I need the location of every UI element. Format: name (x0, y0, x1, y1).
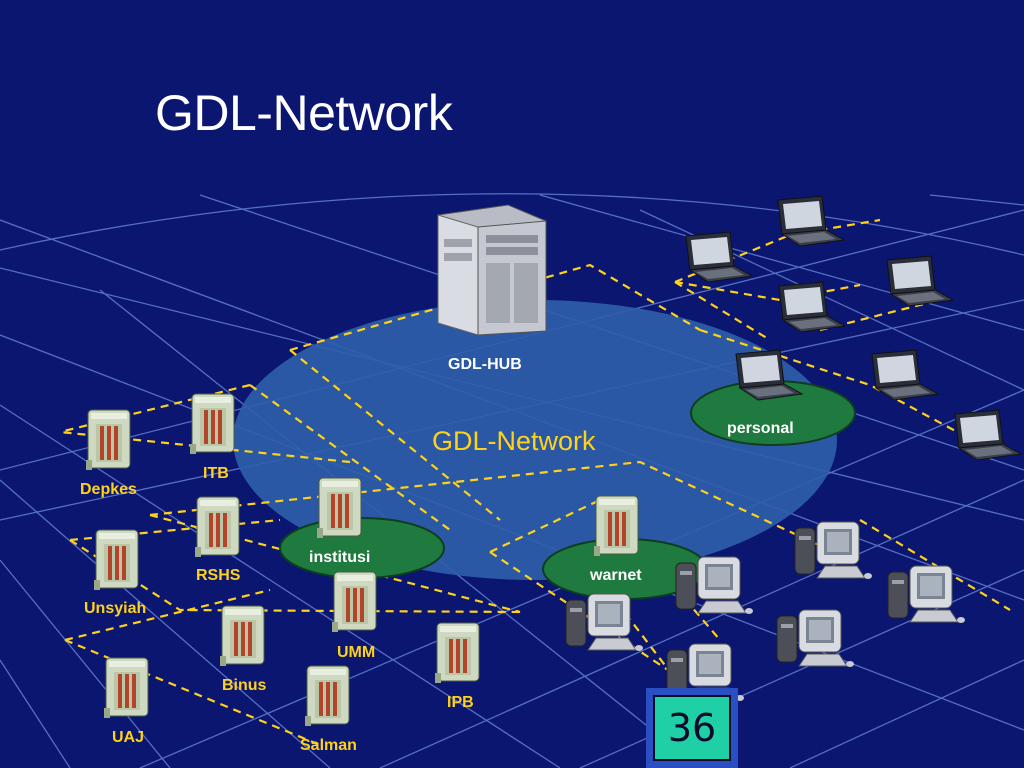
page-number-box: 36 (646, 688, 738, 768)
desktop-computer-icon (776, 609, 855, 668)
laptop-icon (954, 409, 1022, 461)
server-icon (219, 605, 265, 667)
gdl-network-ellipse (233, 300, 837, 580)
warnet-label: warnet (589, 567, 642, 584)
page-number: 36 (653, 695, 731, 761)
server-icon (304, 665, 350, 727)
server-icon (316, 477, 362, 539)
server-icon (93, 529, 139, 591)
institution-label-unsyiah: Unsyiah (84, 600, 146, 617)
laptop-icon (778, 281, 846, 333)
server-icon (194, 496, 240, 558)
server-tower-icon (437, 204, 547, 336)
institution-label-uaj: UAJ (112, 729, 144, 746)
laptop-icon (871, 349, 939, 401)
server-icon (103, 657, 149, 719)
personal-label: personal (727, 420, 794, 437)
slide-title: GDL-Network (155, 85, 453, 141)
desktop-computer-icon (794, 521, 873, 580)
server-icon (85, 409, 131, 471)
desktop-computer-icon (887, 565, 966, 624)
institution-label-salman: Salman (300, 737, 357, 754)
server-icon (189, 393, 235, 455)
server-icon (434, 622, 480, 684)
institution-label-umm: UMM (337, 644, 375, 661)
hub-label: GDL-HUB (448, 356, 522, 373)
server-icon (331, 571, 377, 633)
desktop-computer-icon (675, 556, 754, 615)
institusi-cluster (279, 517, 445, 579)
institution-label-depkes: Depkes (80, 481, 137, 498)
laptop-icon (777, 195, 845, 247)
laptop-icon (886, 255, 954, 307)
server-icon (593, 495, 639, 557)
institusi-label: institusi (309, 549, 370, 566)
institution-label-ipb: IPB (447, 694, 474, 711)
laptop-icon (685, 231, 753, 283)
institution-label-itb: ITB (203, 465, 229, 482)
institution-label-rshs: RSHS (196, 567, 241, 584)
desktop-computer-icon (565, 593, 644, 652)
network-label: GDL-Network (432, 426, 596, 456)
institution-label-binus: Binus (222, 677, 267, 694)
